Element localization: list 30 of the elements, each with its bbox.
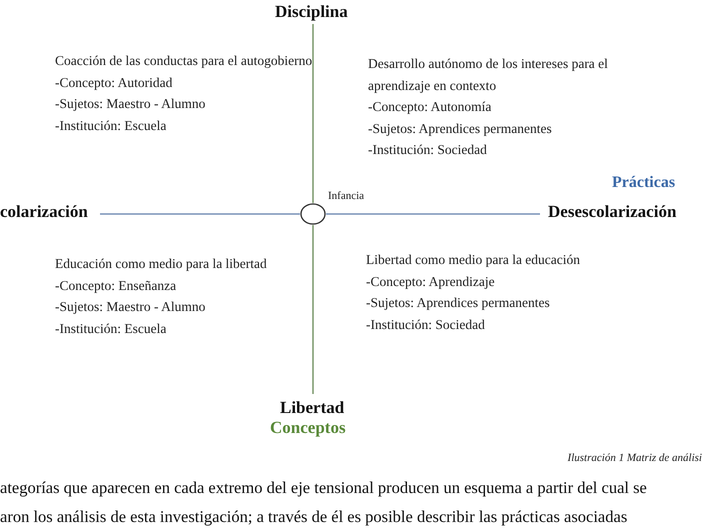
figure-caption: Ilustración 1 Matriz de análisi xyxy=(568,452,702,464)
quadrant-text: Libertad como medio para la educación xyxy=(366,251,582,269)
axis-end-label: colarización xyxy=(0,202,88,222)
quadrant-text: Educación como medio para la libertad xyxy=(55,255,268,273)
body-text-line: aron los análisis de esta investigación; a través de él es posible describir las prácticas asociadas xyxy=(0,507,628,527)
node-caption: Infancia xyxy=(328,190,364,202)
quadrant-text: -Sujetos: Maestro - Alumno xyxy=(55,298,206,316)
quadrant-text: Desarrollo autónomo de los intereses para el aprendizaje en contexto xyxy=(368,55,609,95)
axis-title: Conceptos xyxy=(270,418,346,438)
body-text-line: ategorías que aparecen en cada extremo del eje tensional producen un esquema a partir del cual se xyxy=(0,478,647,498)
axis-title: Prácticas xyxy=(612,174,676,192)
quadrant-text: Coacción de las conductas para el autogobierno xyxy=(55,52,314,70)
axis-line xyxy=(326,213,540,215)
axis-end-label: Libertad xyxy=(280,398,344,418)
quadrant-text: -Concepto: Aprendizaje xyxy=(366,272,496,291)
axis-line xyxy=(312,225,314,394)
axis-end-label: Desescolarización xyxy=(548,202,676,222)
quadrant-text: -Concepto: Enseñanza xyxy=(55,276,178,295)
quadrant-text: -Sujetos: Maestro - Alumno xyxy=(55,95,206,113)
quadrant-text: -Sujetos: Aprendices permanentes xyxy=(368,120,553,138)
quadrant-text: -Institución: Escuela xyxy=(55,116,168,134)
quadrant-text: -Institución: Escuela xyxy=(55,320,168,338)
axis-line xyxy=(100,213,300,215)
quadrant-text: -Institución: Sociedad xyxy=(368,141,488,159)
quadrant-text: -Sujetos: Aprendices permanentes xyxy=(366,294,551,312)
quadrant-text: -Concepto: Autoridad xyxy=(55,74,174,92)
quadrant-text: -Concepto: Autonomía xyxy=(368,98,492,116)
axis-line xyxy=(312,24,314,203)
quadrant-text: -Institución: Sociedad xyxy=(366,316,486,334)
axis-end-label: Disciplina xyxy=(275,2,348,22)
